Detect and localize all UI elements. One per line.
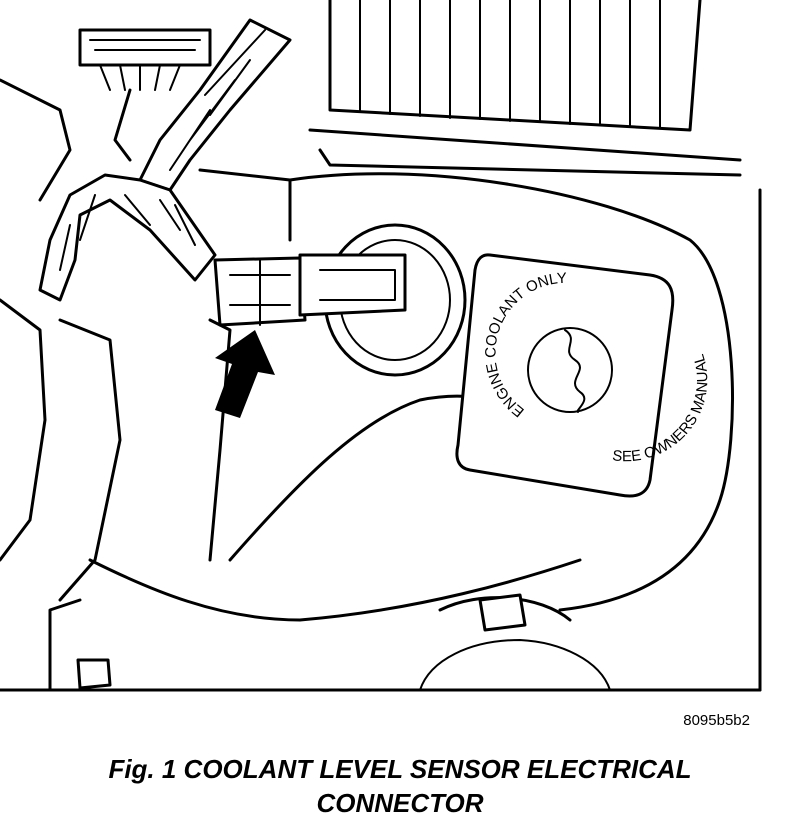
lower-components [0, 593, 762, 692]
reservoir-cap: ENGINE COOLANT ONLY SEE OWNERS MANUAL [455, 253, 711, 498]
electrical-connector [213, 253, 407, 327]
radiator-fins [308, 0, 742, 177]
bolt-icon [76, 658, 112, 690]
caption-line-1: Fig. 1 COOLANT LEVEL SENSOR ELECTRICAL [108, 754, 692, 784]
figure-id: 8095b5b2 [683, 712, 750, 729]
pointer-arrow-icon [215, 330, 275, 418]
caption-line-2: CONNECTOR [316, 788, 484, 818]
wiring-harness [38, 18, 292, 302]
upper-harness-connector [78, 28, 212, 91]
figure-caption: Fig. 1 COOLANT LEVEL SENSOR ELECTRICAL C… [0, 752, 800, 820]
coolant-sensor-illustration: ENGINE COOLANT ONLY SEE OWNERS MANUAL [0, 0, 762, 692]
